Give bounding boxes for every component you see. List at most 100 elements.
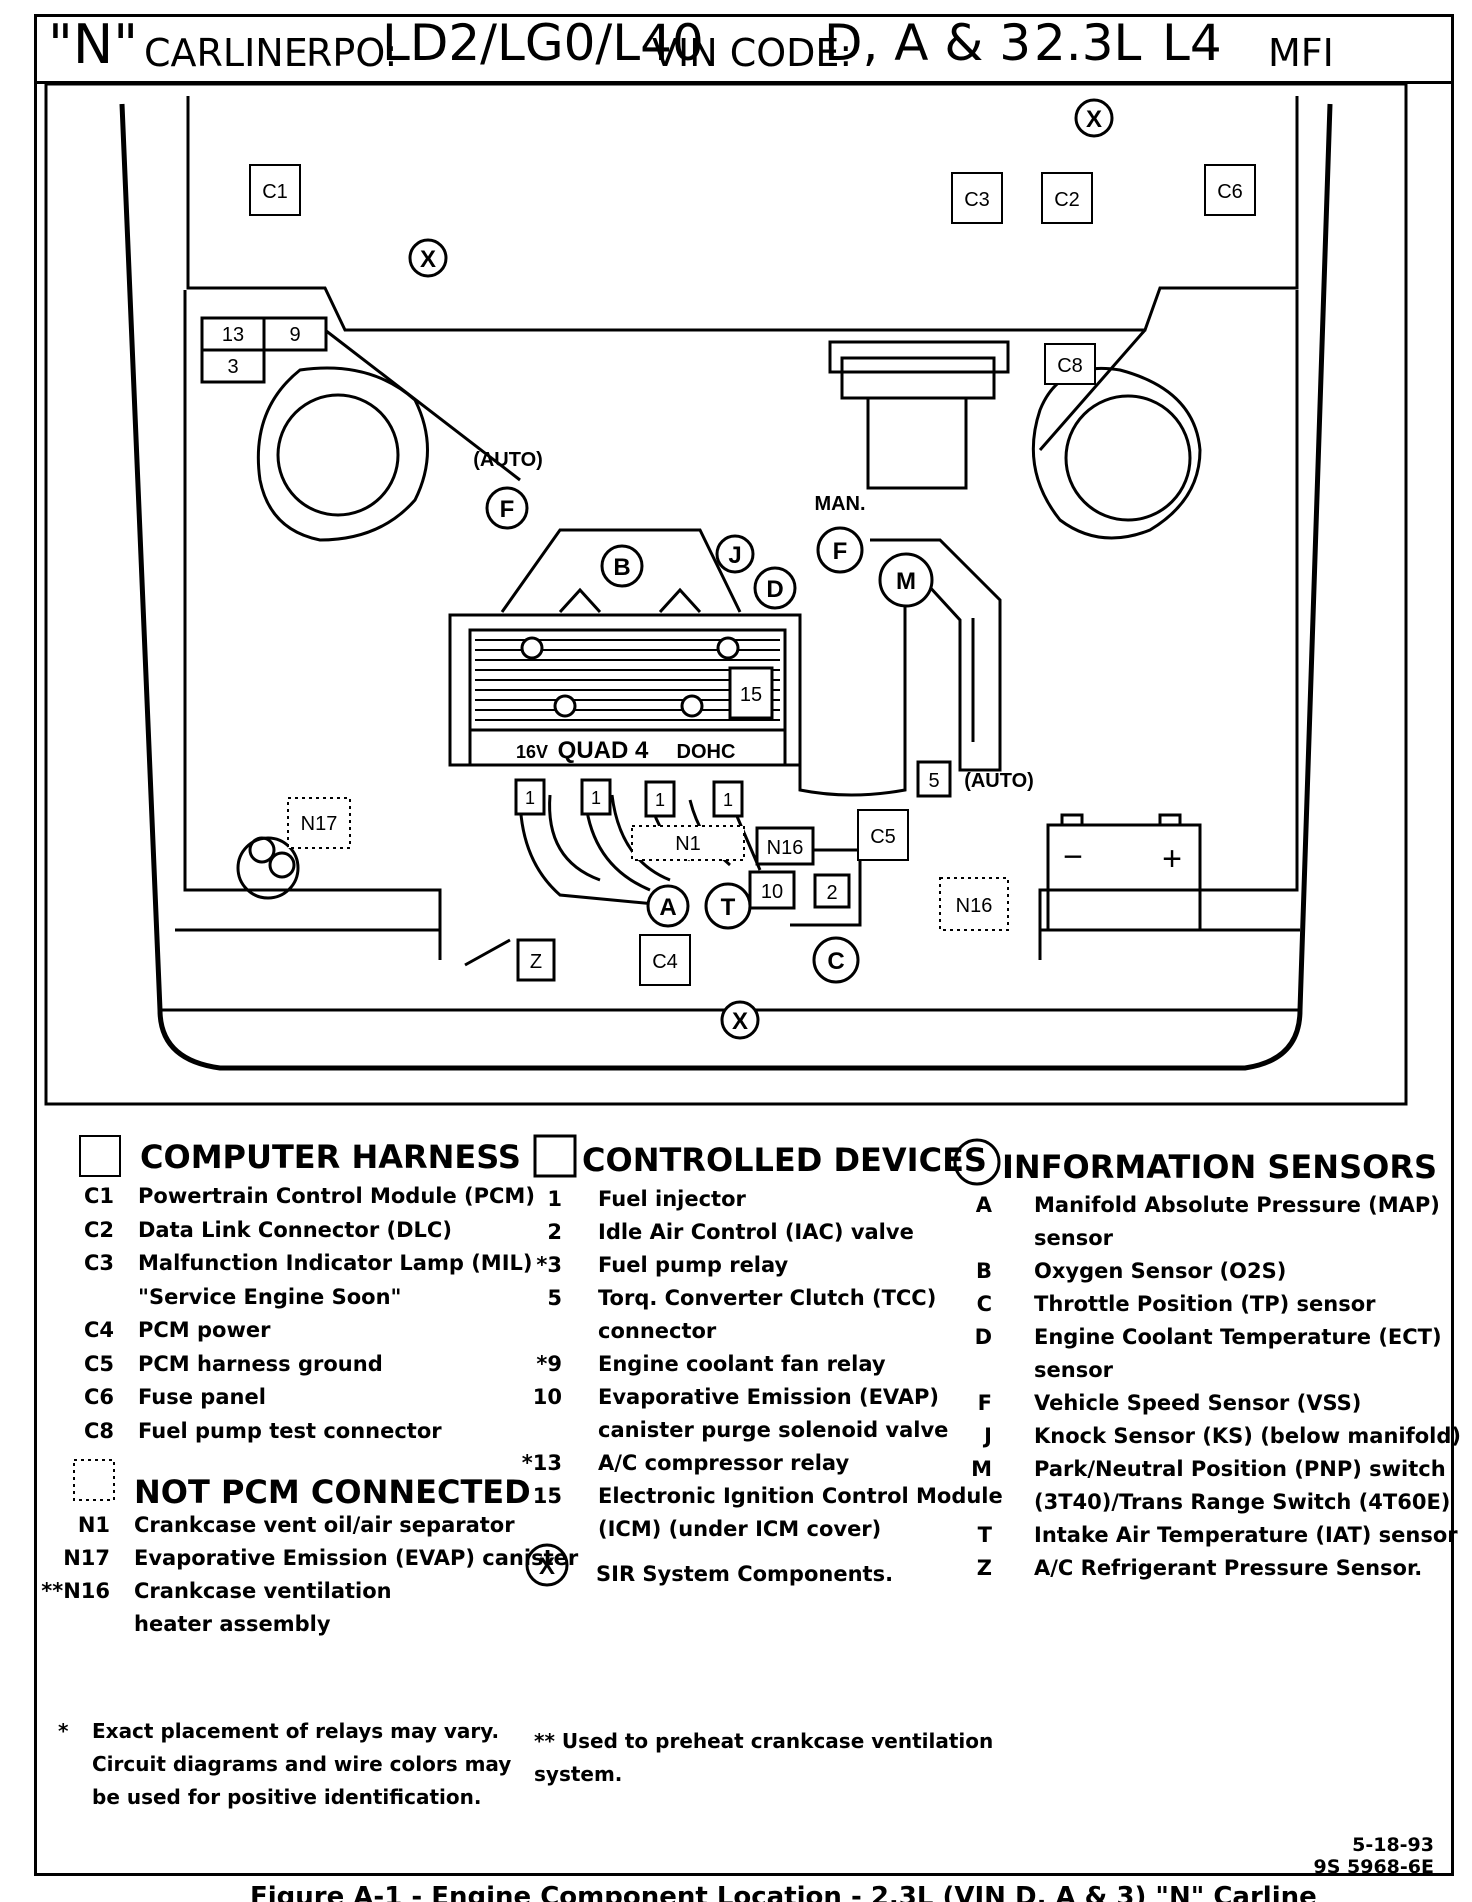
diagram-border <box>44 82 1408 1106</box>
note-1-line-1: Exact placement of relays may vary. <box>92 1719 500 1743</box>
sensor-d: D <box>766 576 783 603</box>
legend-code: N1 <box>77 1513 110 1537</box>
legend-code: C <box>976 1292 992 1316</box>
legend-code: D <box>974 1325 992 1349</box>
legend-text: Powertrain Control Module (PCM) <box>138 1184 535 1208</box>
legend-text: Manifold Absolute Pressure (MAP) <box>1034 1193 1440 1217</box>
sir-x-bottom: X <box>732 1008 748 1035</box>
c5-label: C5 <box>870 826 896 848</box>
legend-text: Knock Sensor (KS) (below manifold) <box>1034 1424 1461 1448</box>
engine-quad4: QUAD 4 <box>558 737 649 764</box>
legend-text: (3T40)/Trans Range Switch (4T60E) <box>1034 1490 1451 1514</box>
legend-code: 1 <box>547 1187 562 1211</box>
reference-block: 5-18-93 9S 5968-6E <box>1314 1834 1435 1878</box>
fuel-system: MFI <box>1268 31 1334 75</box>
legend-code: F <box>977 1391 992 1415</box>
sir-marker-top <box>1074 98 1114 138</box>
legend-code: **N16 <box>41 1579 110 1603</box>
note-1-line-3: be used for positive identification. <box>92 1785 482 1809</box>
reference-code: 9S 5968-6E <box>1313 1856 1435 1878</box>
figure-caption: Figure A-1 - Engine Component Location -… <box>250 1882 1317 1902</box>
n16-dotted-label: N16 <box>956 895 993 917</box>
sir-x-left: X <box>420 246 436 273</box>
legend-code: N17 <box>63 1546 110 1570</box>
legend-code: C5 <box>83 1351 114 1376</box>
c4-label: C4 <box>652 951 678 973</box>
legend-text: A/C compressor relay <box>598 1451 850 1475</box>
sir-marker-bottom <box>720 1000 760 1040</box>
map-sensor <box>646 884 690 928</box>
legend-code: *13 <box>521 1451 562 1475</box>
ect-sensor <box>753 566 797 610</box>
information-sensors-heading: INFORMATION SENSORS <box>1002 1148 1437 1186</box>
legend-code: 10 <box>532 1385 562 1409</box>
legend-text: Fuse panel <box>138 1385 266 1409</box>
relay-9-box <box>262 316 328 352</box>
legend-text: Engine coolant fan relay <box>598 1352 886 1376</box>
legend-symbols: X <box>73 1134 1001 1587</box>
sensor-a: A <box>659 894 676 921</box>
rpo-label: RPO: <box>306 31 398 75</box>
note-1: Exact placement of relays may vary. Circ… <box>92 1715 511 1814</box>
battery-minus: − <box>1063 838 1083 876</box>
tp-sensor <box>812 936 860 984</box>
legend-text: Throttle Position (TP) sensor <box>1034 1292 1376 1316</box>
engine-16v: 16V <box>516 742 548 762</box>
legend-text: Engine Coolant Temperature (ECT) <box>1034 1325 1442 1349</box>
legend-text: Malfunction Indicator Lamp (MIL) <box>138 1251 533 1275</box>
legend-text: Data Link Connector (DLC) <box>138 1217 452 1242</box>
legend-code: 5 <box>547 1286 562 1310</box>
legend-code: 2 <box>547 1220 562 1244</box>
c2-connector <box>1041 172 1093 224</box>
battery-plus: + <box>1162 840 1182 878</box>
legend-bold-square-icon <box>533 1134 577 1178</box>
legend-code: C8 <box>83 1418 114 1443</box>
iac-2-label: 2 <box>826 882 837 904</box>
legend-code: C6 <box>83 1385 114 1409</box>
legend-code: Z <box>976 1556 992 1580</box>
legend-text: (ICM) (under ICM cover) <box>598 1517 882 1541</box>
legend-sir-icon <box>525 1543 569 1587</box>
n1-box <box>631 825 745 861</box>
injector-4-box <box>712 780 744 818</box>
sensor-f-man: F <box>833 538 848 565</box>
sensor-f-auto: F <box>500 496 515 523</box>
icm-15-box <box>728 666 774 720</box>
injector-1-label: 1 <box>525 788 535 808</box>
sensor-b: B <box>613 554 630 581</box>
injector-4-label: 1 <box>723 790 733 810</box>
note-2-line-1: ** Used to preheat crankcase ventilation <box>534 1729 994 1753</box>
legend-text: A/C Refrigerant Pressure Sensor. <box>1034 1556 1423 1580</box>
o2s-sensor <box>600 544 644 588</box>
carline-label: CARLINE <box>144 31 308 75</box>
injector-2-label: 1 <box>591 788 601 808</box>
not-pcm-heading: NOT PCM CONNECTED <box>134 1473 531 1511</box>
sensor-m: M <box>896 568 916 595</box>
icm-15-label: 15 <box>740 684 762 706</box>
relay-3-box <box>200 348 266 384</box>
pnp-switch <box>878 552 934 608</box>
legend-text: Fuel pump test connector <box>138 1418 442 1443</box>
legend-code: T <box>977 1523 992 1547</box>
evap-10-label: 10 <box>761 881 783 903</box>
legend-text: Crankcase ventilation <box>134 1579 392 1603</box>
legend-text: Fuel pump relay <box>598 1253 789 1277</box>
auto-label-vss: (AUTO) <box>473 449 543 471</box>
c6-label: C6 <box>1217 181 1243 203</box>
legend-text: "Service Engine Soon" <box>138 1284 402 1309</box>
tcc-5-label: 5 <box>928 770 939 792</box>
engine-bay-outline <box>119 103 1333 1071</box>
tcc-5-box <box>916 760 952 798</box>
sir-legend-text: SIR System Components. <box>596 1562 894 1586</box>
sir-marker-left <box>408 238 448 278</box>
sensor-j: J <box>728 542 741 569</box>
legend-square-icon <box>79 1135 121 1177</box>
legend-text: Torq. Converter Clutch (TCC) <box>598 1286 937 1310</box>
page-header: "N" CARLINE RPO: LD2/LG0/L40 VIN CODE: D… <box>34 14 1454 84</box>
legend-code: C3 <box>83 1251 114 1275</box>
note-1-line-2: Circuit diagrams and wire colors may <box>92 1752 512 1776</box>
note-2: ** Used to preheat crankcase ventilation… <box>534 1725 993 1791</box>
note-2-line-2: system. <box>534 1762 623 1786</box>
legend-text: Oxygen Sensor (O2S) <box>1034 1259 1287 1283</box>
legend-text: Idle Air Control (IAC) valve <box>598 1220 914 1244</box>
